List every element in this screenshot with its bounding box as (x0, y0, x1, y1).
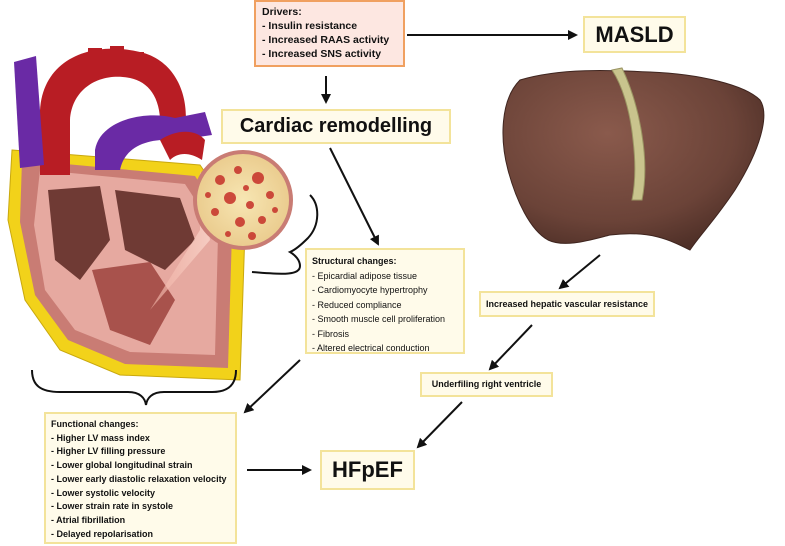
arrow-structural-to-functional (243, 359, 301, 414)
cardiac-remodelling-box: Cardiac remodelling (221, 109, 451, 144)
structural-item: - Fibrosis (312, 328, 350, 339)
masld-label: MASLD (595, 22, 674, 47)
functional-list: - Higher LV mass index - Higher LV filli… (51, 432, 230, 542)
functional-item: - Higher LV filling pressure (51, 446, 166, 457)
drivers-item: - Increased SNS activity (262, 48, 382, 60)
structural-item: - Smooth muscle cell proliferation (312, 314, 446, 324)
underfilling-box: Underfiling right ventricle (420, 372, 553, 397)
functional-item: - Higher LV mass index (51, 432, 150, 443)
drivers-box: Drivers: - Insulin resistance - Increase… (254, 0, 405, 67)
structural-list: - Epicardial adipose tissue - Cardiomyoc… (312, 269, 458, 356)
heart-illustration (7, 46, 293, 381)
structural-item: - Reduced compliance (312, 299, 402, 310)
drivers-list: - Insulin resistance - Increased RAAS ac… (262, 19, 397, 61)
masld-box: MASLD (583, 16, 686, 53)
underfilling-label: Underfiling right ventricle (431, 379, 542, 389)
functional-item: - Lower systolic velocity (51, 487, 156, 498)
structural-item: - Epicardial adipose tissue (312, 270, 418, 281)
structural-item: - Altered electrical conduction (312, 343, 430, 353)
connector-arrows (243, 30, 601, 475)
drivers-item: - Increased RAAS activity (262, 34, 390, 46)
hfpef-box: HFpEF (320, 450, 415, 490)
cardiac-remodelling-label: Cardiac remodelling (239, 115, 433, 137)
drivers-item: - Insulin resistance (262, 20, 358, 32)
hepatic-resistance-box: Increased hepatic vascular resistance (479, 291, 655, 317)
functional-item: - Lower global longitudinal strain (51, 460, 193, 471)
structural-changes-box: Structural changes: - Epicardial adipose… (305, 248, 465, 354)
arrow-liver-to-hepatic (558, 254, 601, 290)
functional-brace (31, 369, 237, 406)
functional-changes-box: Functional changes: - Higher LV mass ind… (44, 412, 237, 544)
drivers-title: Drivers: (262, 6, 302, 18)
hepatic-resistance-label: Increased hepatic vascular resistance (485, 299, 649, 309)
arrow-remodelling-to-structural (329, 147, 379, 246)
structural-title: Structural changes: (312, 256, 397, 266)
structural-item: - Cardiomyocyte hypertrophy (312, 285, 428, 295)
arrow-hepatic-to-underfilling (488, 324, 533, 371)
functional-item: - Delayed repolarisation (51, 528, 154, 539)
arrow-underfilling-to-hfpef (416, 401, 463, 449)
structural-brace (251, 194, 319, 275)
functional-item: - Atrial fibrillation (51, 514, 126, 525)
hfpef-label: HFpEF (332, 457, 403, 482)
functional-item: - Lower strain rate in systole (51, 501, 174, 512)
functional-item: - Lower early diastolic relaxation veloc… (51, 473, 227, 484)
functional-title: Functional changes: (51, 419, 139, 429)
liver-illustration (502, 67, 765, 251)
